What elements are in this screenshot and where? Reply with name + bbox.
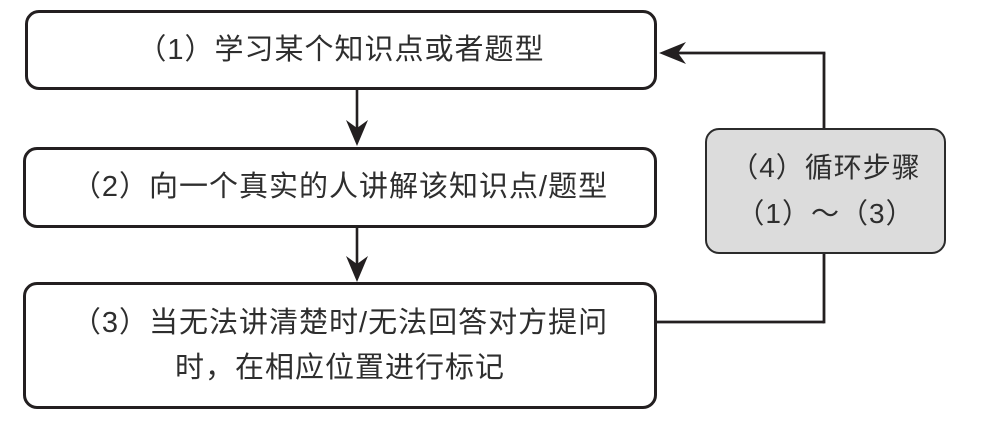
flow-node-step1-text: （1）学习某个知识点或者题型 [137, 33, 545, 66]
flow-node-step3: （3）当无法讲清楚时/无法回答对方提问 时，在相应位置进行标记 [23, 282, 657, 409]
flow-node-step4-text-line2: （1）～（3） [736, 198, 915, 229]
flow-node-step2-text: （2）向一个真实的人讲解该知识点/题型 [71, 171, 609, 204]
flow-node-step1: （1）学习某个知识点或者题型 [25, 10, 657, 90]
flow-node-step4-text-line1: （4）循环步骤 [730, 151, 921, 183]
arrow-left-icon [659, 42, 686, 64]
flow-node-step2: （2）向一个真实的人讲解该知识点/题型 [23, 147, 657, 228]
edge-step2-step3 [346, 228, 368, 282]
arrow-down-icon [346, 256, 368, 282]
edge-step1-step2 [346, 90, 368, 146]
flow-node-step4-loop: （4）循环步骤 （1）～（3） [705, 128, 946, 254]
flow-node-step3-text-line1: （3）当无法讲清楚时/无法回答对方提问 [71, 306, 609, 339]
arrow-down-icon [346, 120, 368, 146]
flow-node-step3-text-line2: 时，在相应位置进行标记 [174, 351, 505, 384]
